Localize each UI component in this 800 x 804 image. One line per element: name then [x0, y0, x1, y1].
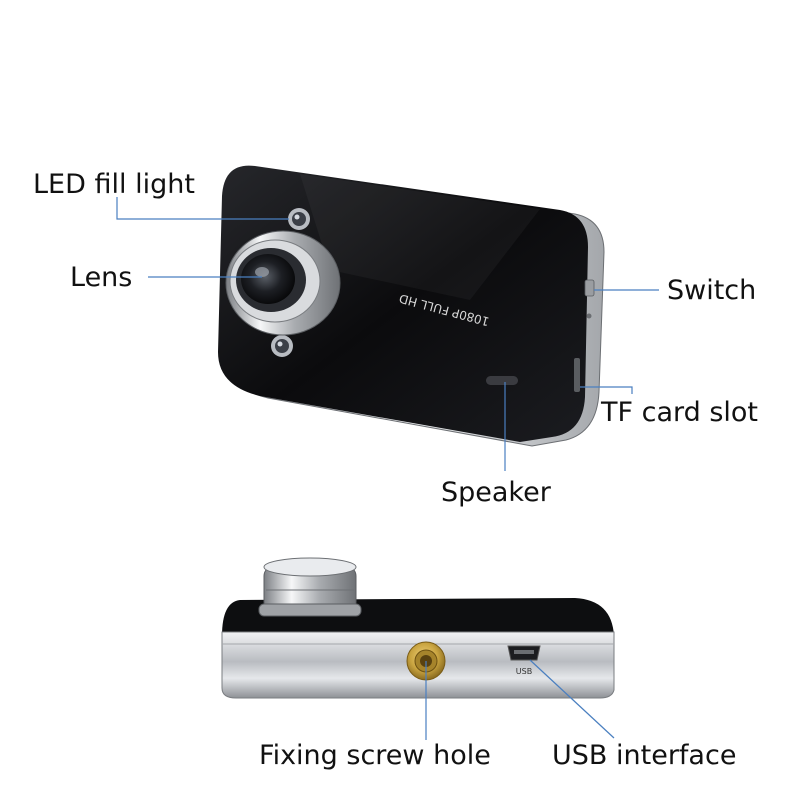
side-small-port	[586, 313, 592, 319]
label-usb-interface: USB interface	[552, 740, 737, 771]
label-tf-card-slot: TF card slot	[601, 397, 759, 428]
callout-leader-lines	[116, 197, 659, 740]
power-switch-button	[584, 279, 595, 297]
usb-port-marking: USB	[516, 667, 532, 676]
label-lens: Lens	[70, 262, 133, 293]
device-front-face	[218, 165, 588, 442]
tf-card-slot	[574, 358, 580, 392]
bottom-view-lens-barrel	[258, 557, 362, 617]
leader-led-fill-light	[116, 197, 289, 220]
dashcam-front-view: 1080P FULL HD	[218, 165, 605, 447]
speaker-grille	[486, 376, 518, 385]
label-fixing-screw-hole: Fixing screw hole	[259, 740, 491, 771]
usb-port	[507, 645, 541, 661]
camera-lens	[225, 230, 341, 336]
label-switch: Switch	[667, 275, 757, 306]
label-led-fill-light: LED fill light	[33, 169, 195, 200]
leader-tf-card-slot	[580, 386, 633, 394]
front-face-reflection	[300, 174, 540, 300]
leader-usb-interface	[529, 659, 615, 739]
led-light-top	[288, 208, 310, 230]
label-speaker: Speaker	[441, 477, 551, 508]
led-light-bottom	[271, 335, 293, 357]
dashcam-bottom-view: USB	[221, 557, 615, 699]
